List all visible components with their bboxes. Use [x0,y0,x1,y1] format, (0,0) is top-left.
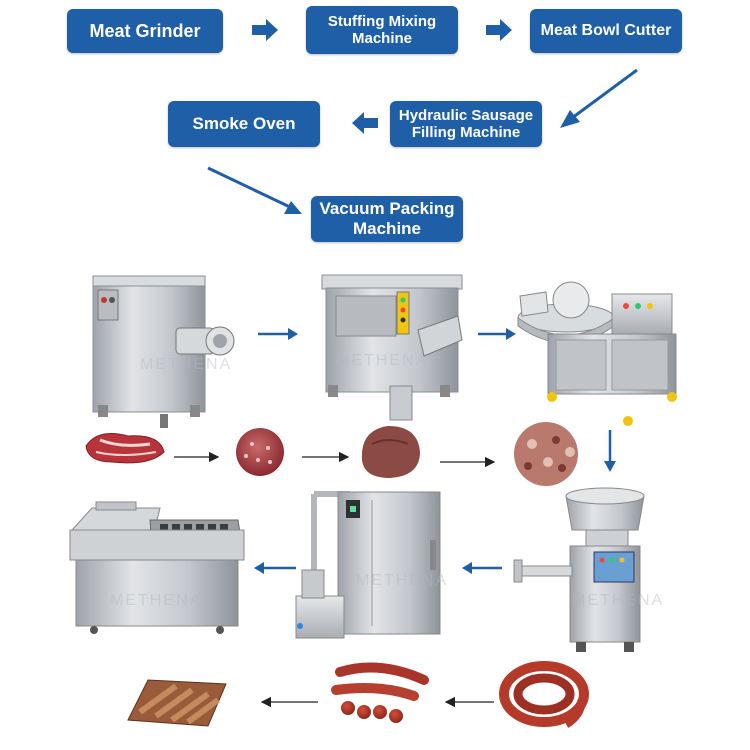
step-label-meat-grinder: Meat Grinder [89,20,201,41]
right-arrow-icon [486,19,512,41]
step-label-stuffing-mixing: Stuffing Mixing Machine [327,12,437,47]
watermark: METHENA [336,352,429,369]
left-arrow-icon [352,112,378,134]
vacuum-packer-icon [69,501,245,634]
step-box-meat-grinder: Meat Grinder [67,9,223,53]
diagonal-arrow-icon [207,166,302,214]
meat-grinder-icon [92,275,235,428]
watermark: METHENA [572,592,665,609]
smoked-sausages-icon [127,679,227,727]
mixer-icon [321,274,463,421]
diagonal-arrow-icon [560,68,638,128]
mixed-meat-icon [361,426,420,478]
step-label-vacuum-packing: Vacuum Packing Machine [319,199,455,238]
sausage-links-icon [331,662,429,723]
step-box-bowl-cutter: Meat Bowl Cutter [530,9,682,53]
step-box-sausage-filling: Hydraulic Sausage Filling Machine [390,101,542,147]
step-label-sausage-filling: Hydraulic Sausage Filling Machine [398,106,534,141]
sausage-coil-icon [499,661,589,728]
chopped-meat-icon [514,422,578,486]
step-box-smoke-oven: Smoke Oven [168,101,320,147]
ground-meat-icon [236,428,284,476]
right-arrow-icon [252,19,278,41]
left-arrow-icon [254,562,296,574]
watermark: METHENA [110,592,203,609]
smoke-oven-icon [295,491,441,639]
right-arrow-icon [478,328,516,340]
step-box-vacuum-packing: Vacuum Packing Machine [311,196,463,242]
right-arrow-icon [258,328,298,340]
sausage-filler-icon [513,487,645,652]
step-label-bowl-cutter: Meat Bowl Cutter [540,21,672,39]
watermark: METHENA [356,572,449,589]
down-arrow-icon [604,430,616,472]
watermark: METHENA [140,356,233,373]
bowl-cutter-icon [517,281,677,426]
step-box-stuffing-mixing: Stuffing Mixing Machine [306,6,458,54]
raw-meat-icon [85,433,165,464]
step-label-smoke-oven: Smoke Oven [192,114,296,134]
left-arrow-icon [462,562,502,574]
